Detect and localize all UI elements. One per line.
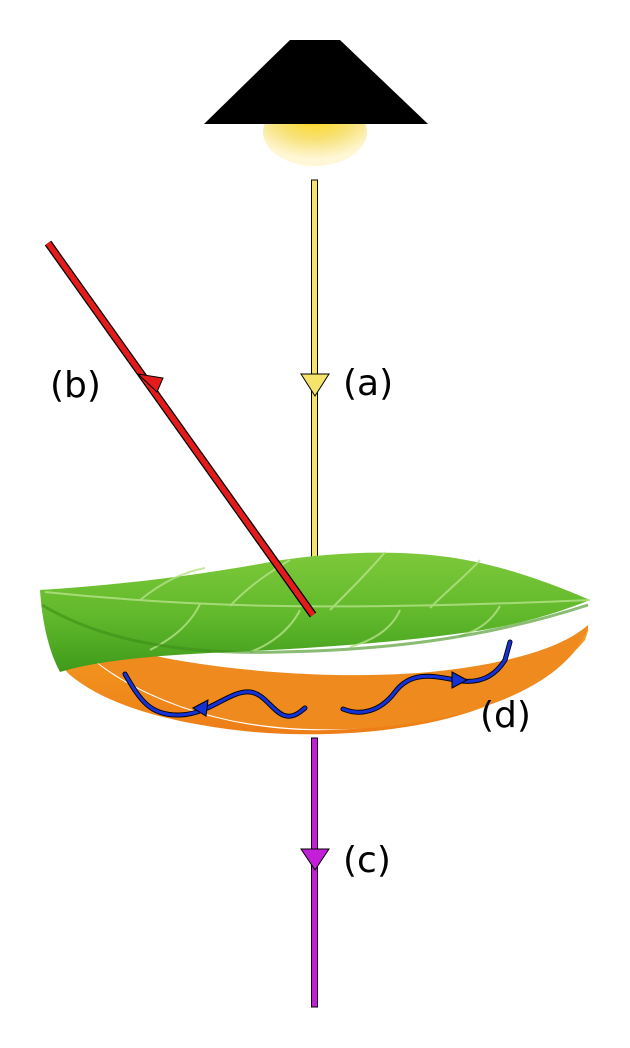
label-incident: (a) bbox=[343, 363, 394, 404]
incident-ray-a bbox=[300, 179, 330, 619]
leaf-underside-body bbox=[42, 605, 588, 730]
internal-flow-d bbox=[122, 639, 513, 719]
leaf-edge-shadow bbox=[41, 603, 589, 654]
incident-ray-arrowhead bbox=[300, 373, 330, 397]
reflected-ray-arrowhead bbox=[136, 373, 164, 393]
label-reflected: (b) bbox=[50, 365, 101, 406]
transmitted-ray-c bbox=[300, 737, 330, 1008]
label-internal: (d) bbox=[480, 695, 531, 736]
label-transmitted: (c) bbox=[343, 840, 391, 881]
internal-flow-left-arrowhead bbox=[191, 699, 209, 717]
transmitted-ray-arrowhead bbox=[300, 848, 330, 871]
reflected-ray-b bbox=[44, 240, 317, 618]
lamp-icon bbox=[204, 40, 428, 166]
lamp-shade bbox=[204, 40, 428, 124]
internal-flow-right-arrowhead bbox=[451, 671, 469, 689]
